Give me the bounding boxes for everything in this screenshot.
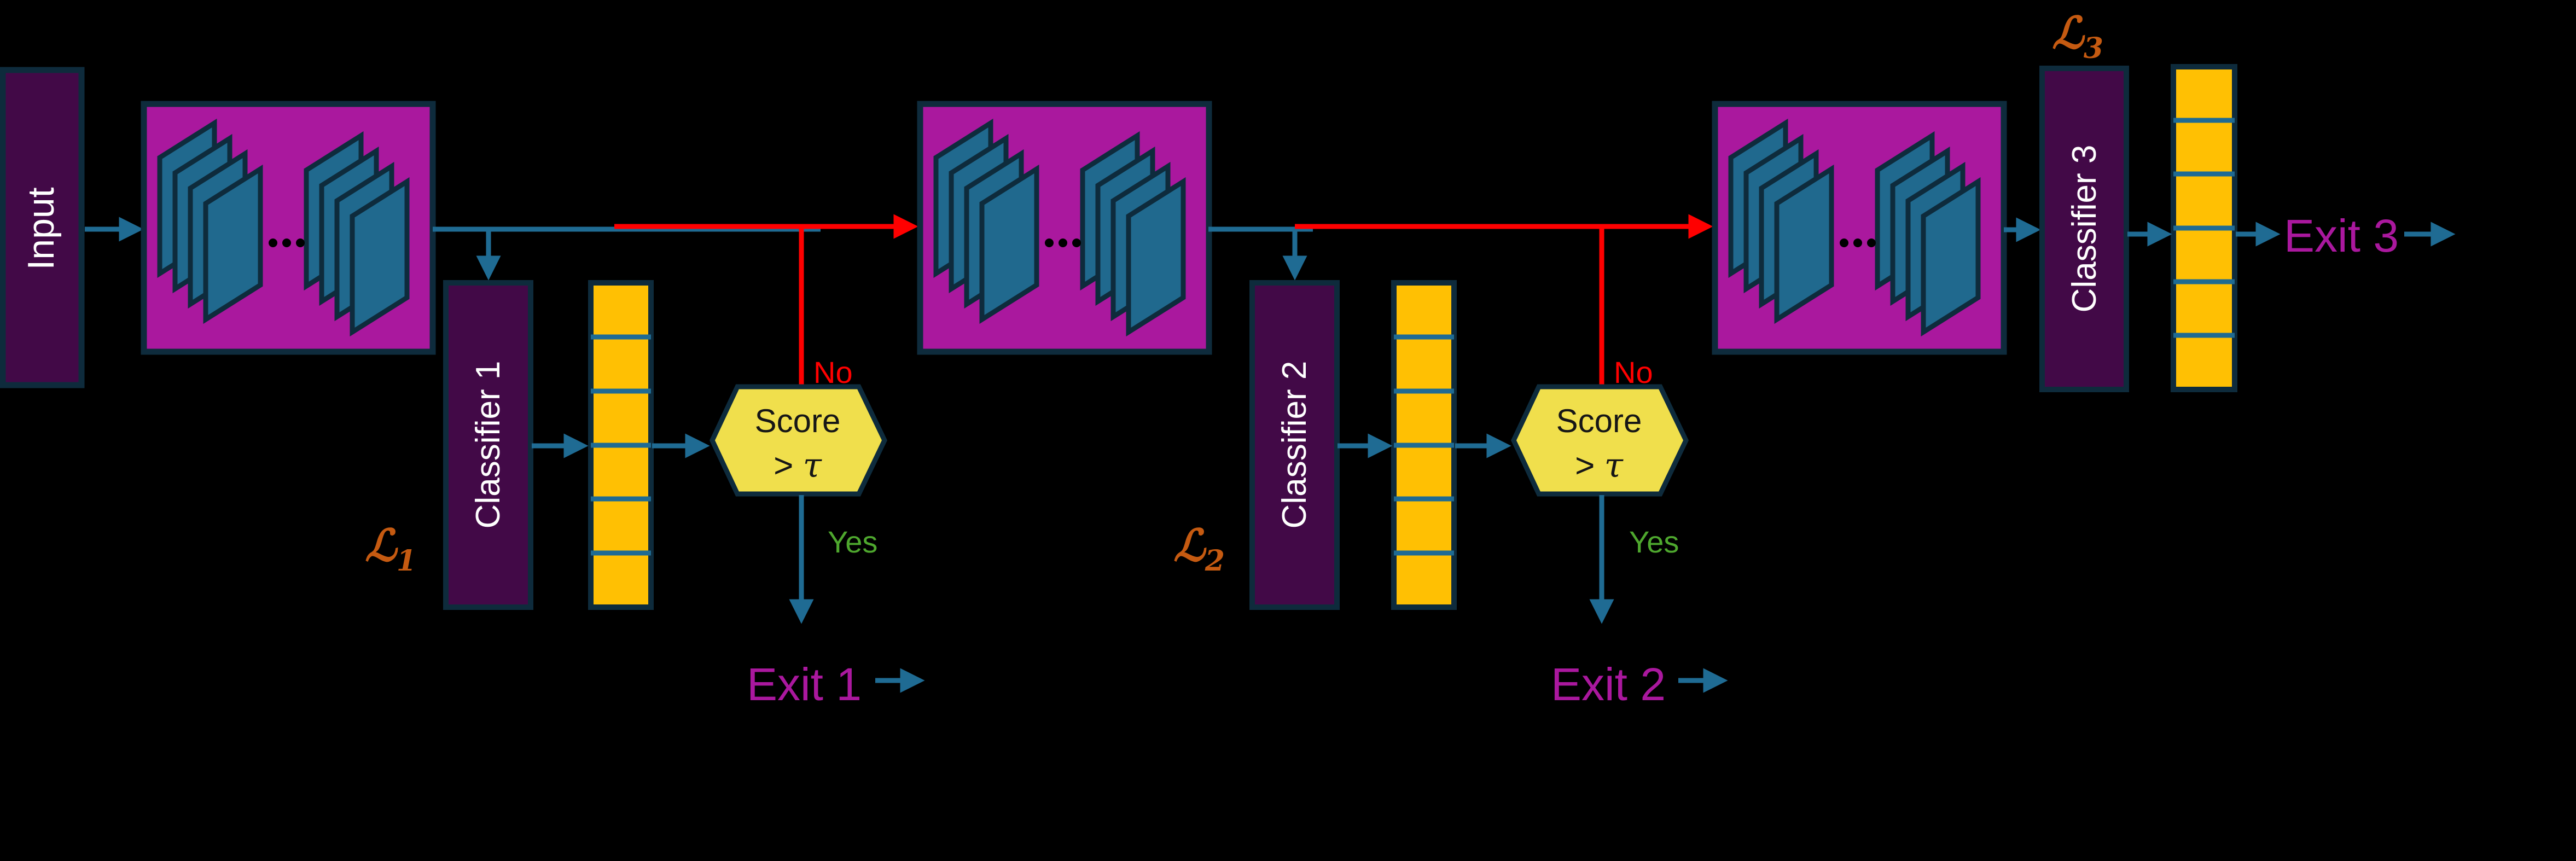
classifier-2-box (1249, 280, 1340, 610)
conv-layer-stack-icon (1877, 136, 1978, 332)
input-label: Input (20, 187, 62, 270)
decision-hexagon-1 (710, 384, 887, 497)
decision-2-line2: > τ (1575, 445, 1624, 485)
feature-vector-3 (2171, 64, 2237, 392)
exit-2-label: Exit 2 (1551, 659, 1666, 710)
classifier-3-box (2039, 66, 2129, 392)
classifier-1-box (443, 280, 533, 610)
classifier-3-label: Classifier 3 (2066, 145, 2103, 313)
conv-layer-stack-icon (936, 123, 1037, 319)
decision-1-line2: > τ (774, 445, 822, 485)
conv-layer-stack-icon (1083, 136, 1183, 332)
decision-2-line1: Score (1556, 403, 1642, 439)
loss-2-label: ℒ2 (1173, 520, 1225, 578)
no-label-2: No (1614, 355, 1653, 389)
classifier-1-label: Classifier 1 (469, 361, 507, 529)
input-box (0, 67, 85, 388)
conv-layer-stack-icon (1731, 123, 1831, 319)
conv-layer-stack-icon (160, 123, 260, 319)
ellipsis-dots (1840, 238, 1876, 247)
yes-label-2: Yes (1629, 525, 1679, 559)
conv-layer-stack-icon (306, 136, 407, 332)
loss-1-label: ℒ1 (365, 520, 416, 578)
ellipsis-dots (269, 238, 305, 247)
decision-1-line1: Score (755, 403, 841, 439)
ellipsis-dots (1045, 238, 1081, 247)
exit-1-label: Exit 1 (747, 659, 862, 710)
no-label-1: No (813, 355, 853, 389)
feature-vector-1 (588, 280, 654, 610)
exit-3-label: Exit 3 (2284, 210, 2399, 261)
yes-label-1: Yes (828, 525, 877, 559)
classifier-2-label: Classifier 2 (1276, 361, 1313, 529)
decision-hexagon-2 (1511, 384, 1689, 497)
loss-3-label: ℒ3 (2052, 7, 2103, 65)
feature-vector-2 (1391, 280, 1457, 610)
